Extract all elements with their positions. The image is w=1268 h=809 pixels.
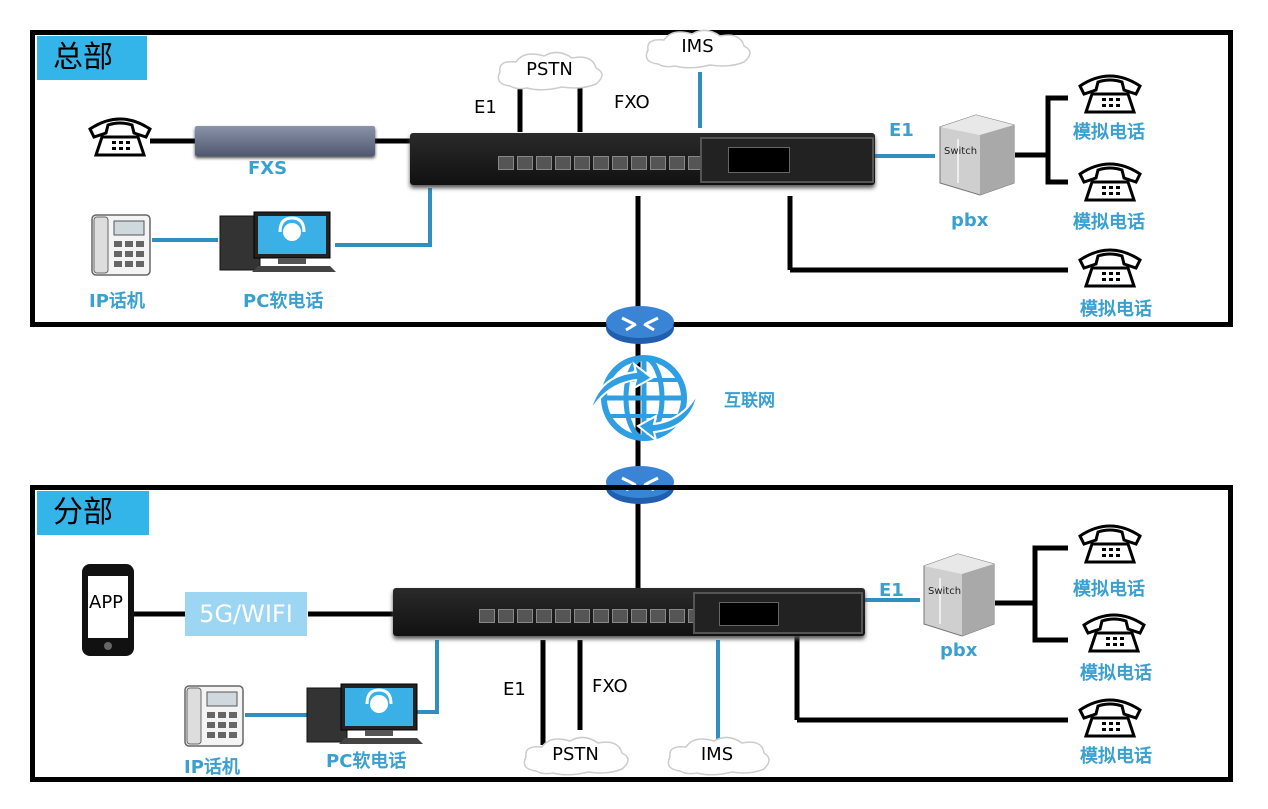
hq-title: 总部 [37,36,147,80]
gateway-ports [479,608,707,623]
hq-fxo-label: FXO [614,92,650,113]
branch-pstn-cloud: PSTN [518,735,633,777]
hq-analog-phone-3-label: 模拟电话 [1080,299,1152,320]
cloud-icon [523,736,629,776]
server-tower-icon [920,552,998,642]
branch-pc-softphone-label: PC软电话 [326,751,407,772]
hq-analog-phone-1-label: 模拟电话 [1073,122,1145,143]
hq-analog-phone-2-label: 模拟电话 [1073,212,1145,233]
pc-headset-icon [218,208,336,278]
gateway-bay [693,592,863,634]
branch-e1-right-label: E1 [879,580,904,601]
branch-wireless-pill: 5G/WIFI [185,592,307,636]
globe-icon [588,352,700,452]
cloud-icon [497,51,603,91]
pc-headset-icon [305,680,423,750]
hq-e1-left-label: E1 [474,97,497,118]
hq-e1-right-label: E1 [889,120,914,141]
telephone-icon [1076,694,1144,742]
hq-fxs-label: FXS [248,158,288,179]
smartphone-icon [80,562,136,662]
branch-ip-phone-label: IP话机 [184,757,240,778]
telephone-icon [1076,520,1144,568]
router-icon [604,462,676,510]
internet-label: 互联网 [724,391,775,411]
branch-analog-phone-1-label: 模拟电话 [1073,579,1145,600]
server-tower-icon [936,113,1018,201]
branch-app-label: APP [89,592,124,613]
hq-ip-phone-label: IP话机 [89,291,145,312]
hq-switch-label: Switch [944,146,978,157]
branch-ims-cloud: IMS [662,735,772,777]
branch-switch-label: Switch [928,586,962,597]
router-icon [604,302,676,350]
branch-fxo-label: FXO [592,676,628,697]
branch-pstn-label: PSTN [552,744,599,765]
branch-title: 分部 [37,491,149,535]
hq-ims-label: IMS [681,36,714,57]
telephone-icon [1076,158,1144,206]
telephone-icon [86,113,154,161]
branch-analog-phone-2-label: 模拟电话 [1080,663,1152,684]
branch-frame [30,485,1233,782]
telephone-icon [1076,70,1144,118]
hq-voip-gateway [410,133,875,185]
hq-pstn-label: PSTN [526,59,573,80]
branch-analog-phone-3-label: 模拟电话 [1080,746,1152,767]
branch-ims-label: IMS [700,744,734,765]
cloud-icon [667,736,770,776]
cloud-icon [645,29,751,69]
fxs-gateway-icon [195,126,375,156]
branch-e1-bottom-label: E1 [503,679,526,700]
desk-ip-phone-icon [90,213,152,281]
gateway-bay [700,137,874,183]
hq-pc-softphone-label: PC软电话 [243,291,324,312]
branch-pbx-label: pbx [940,640,978,661]
branch-voip-gateway [393,588,865,636]
telephone-icon [1080,609,1148,657]
hq-ims-cloud: IMS [640,26,755,70]
desk-ip-phone-icon [183,684,245,752]
hq-pbx-label: pbx [951,210,989,231]
telephone-icon [1076,244,1144,292]
gateway-ports [498,155,726,170]
hq-pstn-cloud: PSTN [492,50,607,92]
